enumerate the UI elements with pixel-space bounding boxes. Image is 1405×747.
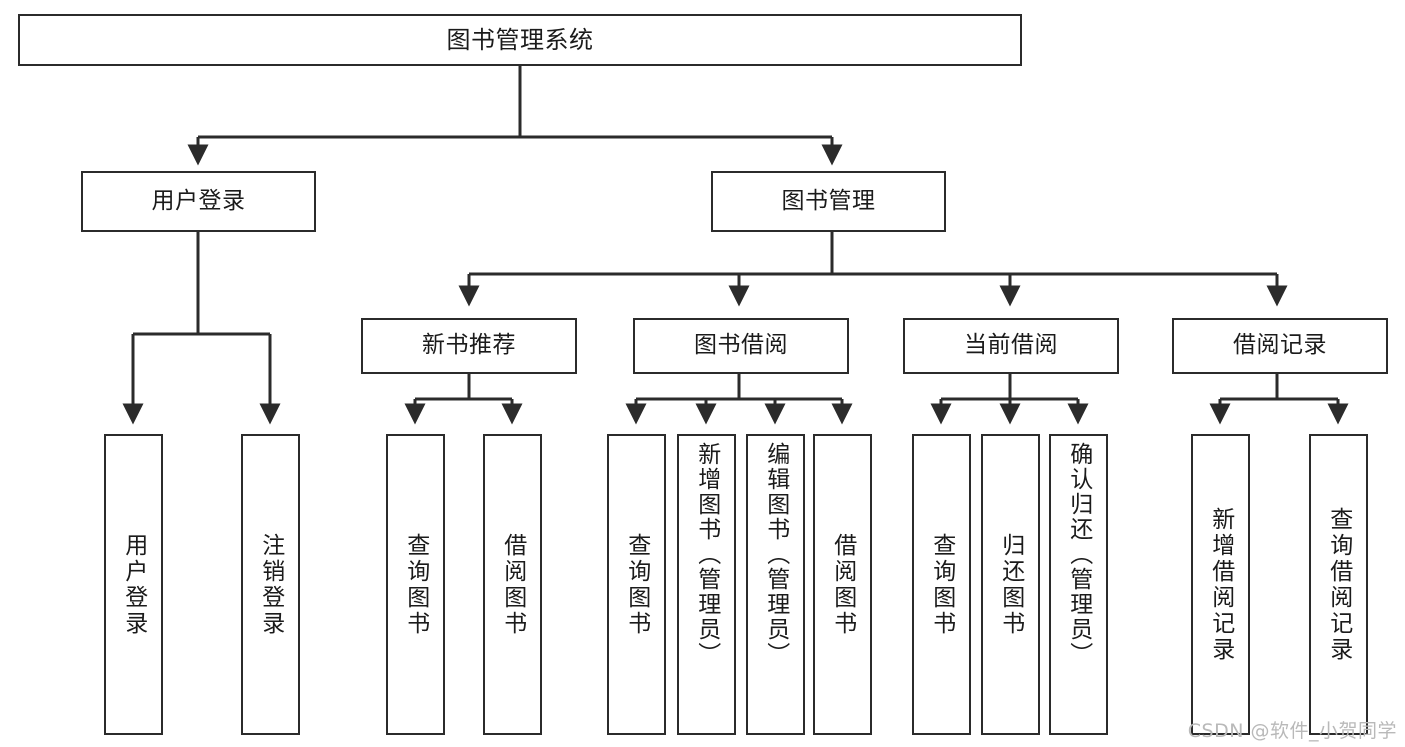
node-label: 归还图书 [997,532,1024,637]
node-label: 查询图书 [402,532,429,637]
leaf-return-book[interactable]: 归还图书 [981,434,1040,735]
leaf-edit-book[interactable]: 编辑图书（管理员） [746,434,805,735]
node-label: 编辑图书（管理员） [762,442,789,667]
leaf-add-book[interactable]: 新增图书（管理员） [677,434,736,735]
node-root-book-management-system[interactable]: 图书管理系统 [18,14,1022,66]
node-label: 新增借阅记录 [1207,506,1234,663]
leaf-query-book-current[interactable]: 查询图书 [912,434,971,735]
node-label: 借阅记录 [1233,332,1327,359]
node-label: 新增图书（管理员） [693,442,720,667]
leaf-add-borrow-record[interactable]: 新增借阅记录 [1191,434,1250,735]
node-borrow-record[interactable]: 借阅记录 [1172,318,1388,374]
node-label: 借阅图书 [499,532,526,637]
node-label: 图书管理系统 [446,25,594,54]
leaf-borrow-book[interactable]: 借阅图书 [813,434,872,735]
csdn-watermark: CSDN @软件_小贺同学 [1187,720,1397,742]
node-label: 查询图书 [928,532,955,637]
leaf-confirm-return[interactable]: 确认归还（管理员） [1049,434,1108,735]
leaf-query-book-borrow[interactable]: 查询图书 [607,434,666,735]
node-label: 确认归还（管理员） [1065,442,1092,667]
node-current-borrow[interactable]: 当前借阅 [903,318,1119,374]
leaf-query-borrow-record[interactable]: 查询借阅记录 [1309,434,1368,735]
node-label: 用户登录 [120,532,147,637]
leaf-user-login[interactable]: 用户登录 [104,434,163,735]
node-new-book-recommend[interactable]: 新书推荐 [361,318,577,374]
node-label: 用户登录 [151,187,246,214]
node-label: 借阅图书 [829,532,856,637]
leaf-borrow-book-recommend[interactable]: 借阅图书 [483,434,542,735]
node-label: 查询借阅记录 [1325,506,1352,663]
node-label: 查询图书 [623,532,650,637]
leaf-user-logout[interactable]: 注销登录 [241,434,300,735]
node-book-manage[interactable]: 图书管理 [711,171,946,232]
node-label: 图书管理 [781,187,876,214]
node-label: 当前借阅 [964,332,1058,359]
node-label: 注销登录 [257,532,284,637]
leaf-query-book-recommend[interactable]: 查询图书 [386,434,445,735]
node-book-borrow[interactable]: 图书借阅 [633,318,849,374]
node-label: 图书借阅 [694,332,788,359]
node-label: 新书推荐 [422,332,516,359]
node-user-login[interactable]: 用户登录 [81,171,316,232]
